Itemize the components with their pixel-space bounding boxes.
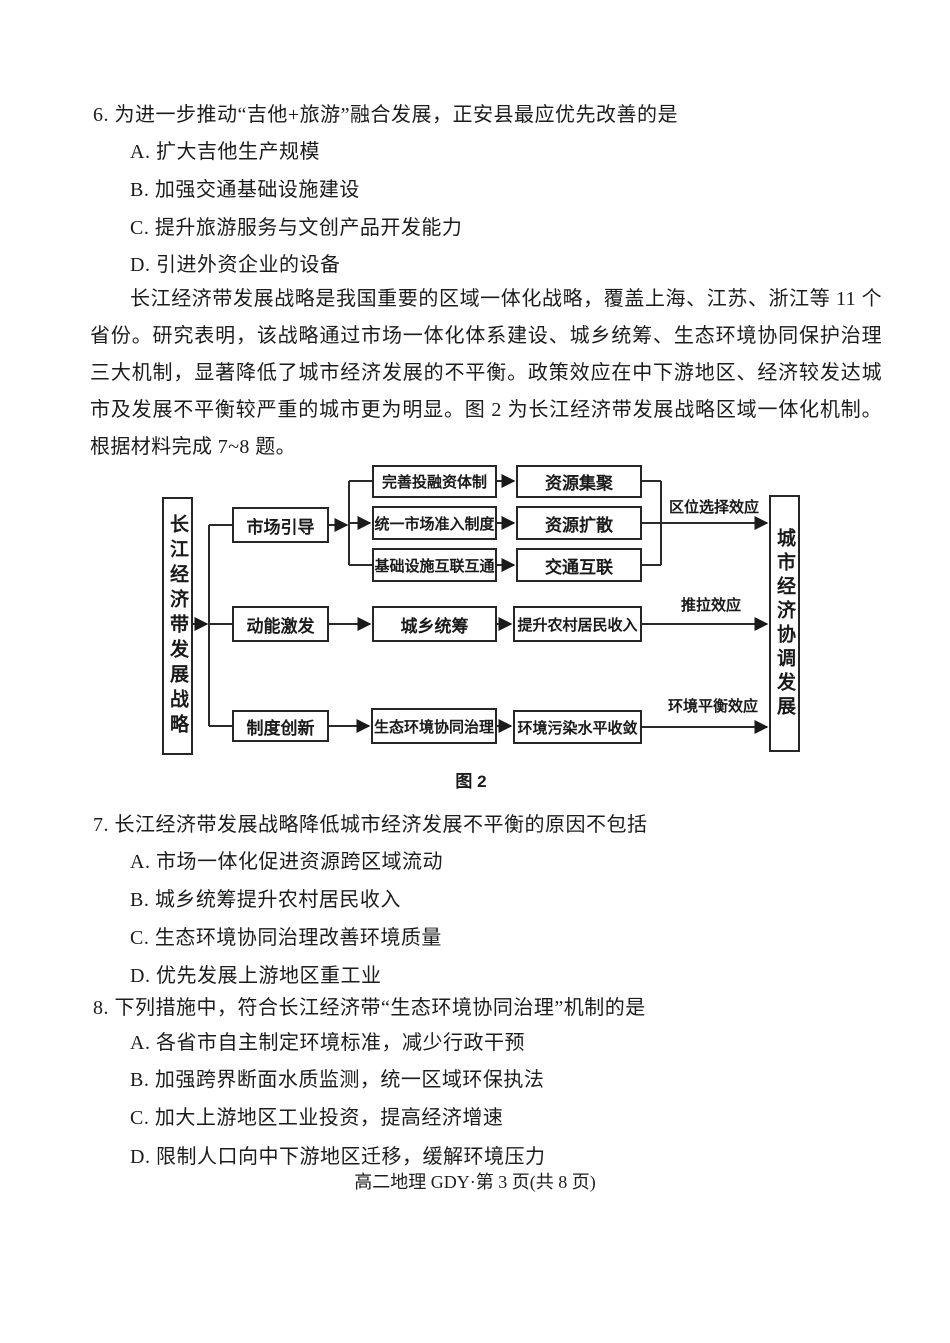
question-8-option-b: B. 加强跨界断面水质监测，统一区域环保执法 xyxy=(130,1069,545,1091)
passage-text: 长江经济带发展战略是我国重要的区域一体化战略，覆盖上海、江苏、浙江等 11 个省… xyxy=(90,288,882,458)
middle-box-market-access: 统一市场准入制度 xyxy=(372,506,497,540)
outcome-box-resource-agglomeration: 资源集聚 xyxy=(516,465,642,498)
target-box-urban-economy-coordinated-development: 城市经济协调发展 xyxy=(769,495,800,752)
question-8-option-a: A. 各省市自主制定环境标准，减少行政干预 xyxy=(130,1032,525,1054)
question-6-option-a: A. 扩大吉他生产规模 xyxy=(130,141,320,163)
question-6-option-b: B. 加强交通基础设施建设 xyxy=(130,179,360,201)
middle-box-investment-financing: 完善投融资体制 xyxy=(372,465,497,498)
mechanism-box-dynamism: 动能激发 xyxy=(232,606,329,642)
effect-label-environmental-balance: 环境平衡效应 xyxy=(667,698,759,715)
figure-2-flowchart: 长江经济带发展战略 市场引导 动能激发 制度创新 完善投融资体制 统一市场准入制… xyxy=(150,455,830,805)
question-7-option-a: A. 市场一体化促进资源跨区域流动 xyxy=(130,851,443,873)
question-7-option-c: C. 生态环境协同治理改善环境质量 xyxy=(130,927,442,949)
question-6-option-d: D. 引进外资企业的设备 xyxy=(130,254,341,276)
flowchart-connectors xyxy=(193,474,769,734)
question-8-option-c: C. 加大上游地区工业投资，提高经济增速 xyxy=(130,1107,504,1129)
mechanism-box-market-guidance: 市场引导 xyxy=(232,507,329,543)
effect-label-location-choice: 区位选择效应 xyxy=(668,499,760,516)
middle-box-eco-collaborative-governance: 生态环境协同治理 xyxy=(371,708,497,744)
page-footer: 高二地理 GDY·第 3 页(共 8 页) xyxy=(354,1172,596,1192)
question-6-option-c: C. 提升旅游服务与文创产品开发能力 xyxy=(130,217,463,239)
figure-caption: 图 2 xyxy=(455,772,487,791)
question-8-option-d: D. 限制人口向中下游地区迁移，缓解环境压力 xyxy=(130,1146,546,1168)
middle-box-urban-rural-coordination: 城乡统筹 xyxy=(372,606,497,642)
middle-box-infrastructure: 基础设施互联互通 xyxy=(372,548,497,582)
question-7-stem: 7. 长江经济带发展战略降低城市经济发展不平衡的原因不包括 xyxy=(93,814,648,836)
outcome-box-rural-income: 提升农村居民收入 xyxy=(513,606,642,642)
mechanism-box-institution-innovation: 制度创新 xyxy=(232,710,329,742)
outcome-box-transport-interconnection: 交通互联 xyxy=(516,548,642,582)
question-7-option-b: B. 城乡统筹提升农村居民收入 xyxy=(130,889,401,911)
outcome-box-resource-diffusion: 资源扩散 xyxy=(516,506,642,540)
question-8-stem: 8. 下列措施中，符合长江经济带“生态环境协同治理”机制的是 xyxy=(93,997,646,1019)
question-7-option-d: D. 优先发展上游地区重工业 xyxy=(130,965,382,987)
effect-label-push-pull: 推拉效应 xyxy=(680,597,742,614)
question-6-stem: 6. 为进一步推动“吉他+旅游”融合发展，正安县最应优先改善的是 xyxy=(93,104,679,126)
outcome-box-pollution-convergence: 环境污染水平收敛 xyxy=(513,710,642,744)
source-box-yangtze-strategy: 长江经济带发展战略 xyxy=(162,497,193,755)
